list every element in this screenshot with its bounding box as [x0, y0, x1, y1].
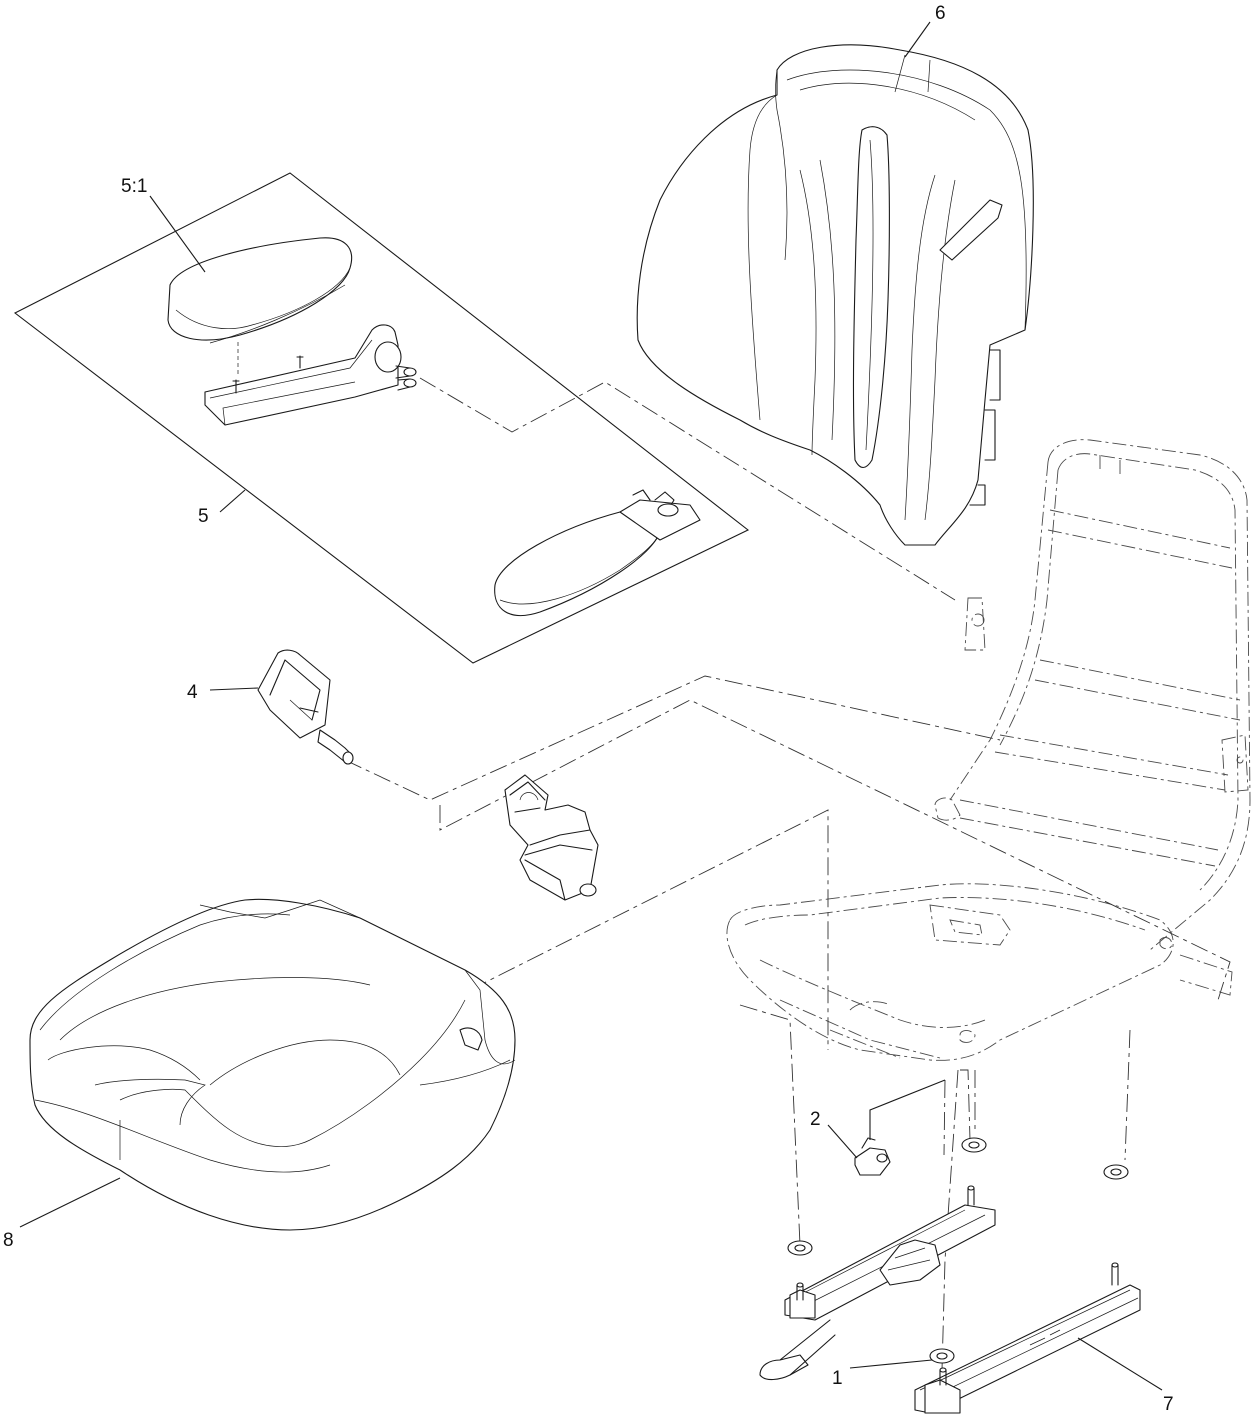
seat-switch: [854, 1137, 891, 1176]
callout-8: 8: [3, 1230, 14, 1251]
callout-6: 6: [935, 3, 946, 24]
slide-rail-left: [759, 1185, 996, 1381]
callout-5: 5: [198, 506, 209, 527]
slide-rail-right: [914, 1262, 1141, 1414]
armrest-bracket: [204, 324, 417, 426]
callout-1: 1: [832, 1368, 843, 1389]
armrest-pad: [167, 237, 353, 344]
seat-frame-phantom: [726, 439, 1251, 1061]
callout-2: 2: [810, 1109, 821, 1130]
callout-7: 7: [1163, 1394, 1174, 1415]
washers: [929, 1137, 1129, 1364]
callout-4: 4: [187, 682, 198, 703]
seat-belt-receiver: [504, 774, 599, 901]
seat-cushion: [29, 898, 516, 1231]
backrest-cushion: [636, 44, 1034, 546]
projection-lines: [344, 377, 1231, 1371]
callout-5-1: 5:1: [121, 176, 147, 197]
armrest-kit-box: [13, 172, 750, 664]
armrest-right: [494, 489, 701, 617]
seat-belt-buckle: [257, 649, 354, 765]
callout-leaders: [19, 21, 1163, 1391]
